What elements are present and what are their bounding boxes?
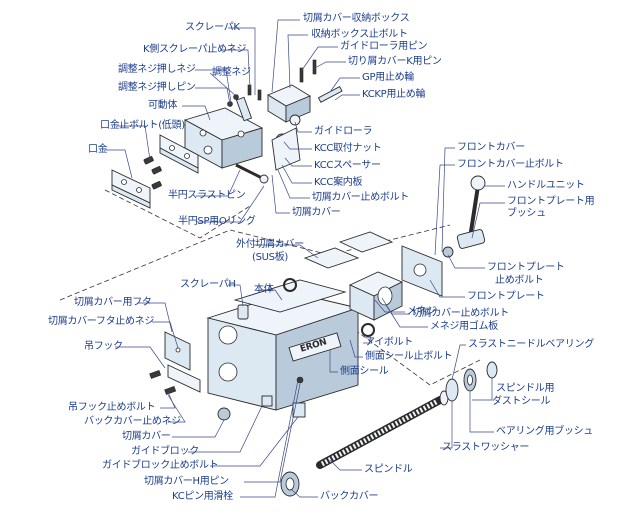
label-chip-cover-stop-bolt: 切屑カバー止めボルト bbox=[412, 308, 509, 319]
front-plate-shape bbox=[401, 245, 443, 297]
bottom-small-parts bbox=[217, 376, 306, 421]
jaw-plate-lower bbox=[111, 169, 151, 209]
label-half-thrust-pin: 半円スラストピン bbox=[168, 190, 246, 201]
scraper-k-parts bbox=[227, 84, 262, 122]
label-spindle-dust-seal-2: ダストシール bbox=[492, 396, 551, 407]
label-front-plate-bolt-1: フロントプレート bbox=[487, 262, 565, 273]
label-front-plate-bush-2: ブッシュ bbox=[507, 208, 546, 219]
label-chip-cover-k-pin: 切り屑カバーK用ピン bbox=[348, 56, 442, 67]
label-kcc-nut: KCC取付ナット bbox=[314, 143, 382, 154]
label-side-seal: 側面シール bbox=[340, 366, 389, 377]
label-kcc-guide-plate: KCC案内板 bbox=[314, 177, 363, 188]
eye-bolt-shape bbox=[283, 278, 375, 337]
label-scraper-k: スクレーパK bbox=[185, 22, 240, 33]
label-front-plate: フロントプレート bbox=[467, 291, 545, 302]
label-hook: 吊フック bbox=[84, 341, 123, 352]
label-adj-screw: 調整ネジ bbox=[212, 67, 251, 78]
chip-cover-lid-shape bbox=[164, 331, 191, 371]
label-chip-cover-bolt-top: 切屑カバー止めボルト bbox=[312, 192, 409, 203]
label-scraper-h: スクレーパH bbox=[180, 279, 236, 290]
main-body-shape bbox=[206, 279, 360, 411]
label-guide-block: ガイドブロック bbox=[131, 446, 199, 457]
label-jaw: 口金 bbox=[88, 144, 108, 155]
label-guide-roller: ガイドローラ bbox=[314, 126, 373, 137]
label-chip-cover-lid: 切屑カバー用フタ bbox=[74, 297, 152, 308]
label-chip-cover-h-pin: 切屑カバーH用ピン bbox=[144, 476, 229, 487]
label-guide-block-bolt: ガイドブロック止めボルト bbox=[102, 460, 219, 471]
label-chip-cover-box: 切屑カバー収納ボックス bbox=[303, 13, 410, 24]
label-hook-bolt: 吊フック止めボルト bbox=[68, 402, 156, 413]
label-movable-body: 可動体 bbox=[148, 100, 178, 111]
label-front-cover: フロントカバー bbox=[457, 142, 525, 153]
label-side-seal-bolt: 側面シール止ボルト bbox=[365, 351, 453, 362]
label-gp-ring: GP用止め輪 bbox=[362, 72, 414, 83]
back-cover-shape bbox=[280, 471, 300, 497]
label-bearing-bush: ベアリング用ブッシュ bbox=[496, 426, 593, 437]
hook-shape bbox=[149, 364, 201, 395]
label-spindle: スピンドル bbox=[364, 464, 413, 475]
label-female-screw: メネジ bbox=[407, 306, 437, 317]
label-handle-unit: ハンドルユニット bbox=[507, 180, 585, 191]
label-adj-screw-nut: 調整ネジ押しネジ bbox=[118, 64, 196, 75]
label-adj-screw-pin: 調整ネジ押しピン bbox=[118, 82, 196, 93]
label-kckp-ring: KCKP用止め輪 bbox=[362, 89, 426, 100]
leader-lines bbox=[106, 19, 505, 498]
label-spindle-dust-seal-1: スピンドル用 bbox=[496, 383, 555, 394]
label-chip-cover-bottom: 切屑カバー bbox=[122, 431, 171, 442]
label-female-screw-rubber: メネジ用ゴム板 bbox=[430, 321, 498, 332]
jaw-plate-upper bbox=[159, 134, 199, 174]
female-screw-block bbox=[348, 271, 404, 321]
label-thrust-washer: スラストワッシャー bbox=[442, 442, 530, 453]
scraper-h-shape bbox=[237, 304, 249, 320]
label-back-cover-screw: バックカバー止めネジ bbox=[84, 416, 181, 427]
spindle-shape bbox=[316, 390, 449, 469]
movable-body-shape bbox=[183, 107, 264, 169]
label-k-scraper-screw: K側スクレーパ止めネジ bbox=[143, 44, 247, 55]
chip-cover-box-shape bbox=[267, 84, 311, 123]
jaw-bolts bbox=[143, 156, 162, 190]
label-jaw-bolt: 口金止ボルト(低頭) bbox=[100, 120, 185, 131]
label-kc-pin-pulley: KCピン用滑栓 bbox=[172, 491, 233, 502]
label-outer-chip-cover-1: 外付切屑カバー bbox=[236, 239, 304, 250]
assembly-line-spindle bbox=[354, 329, 481, 386]
label-half-sp-oring: 半円SP用Oリング bbox=[178, 216, 256, 227]
label-back-cover: バックカバー bbox=[320, 491, 379, 502]
label-main-body: 本体 bbox=[254, 284, 274, 295]
label-box-bolt: 収納ボックス止ボルト bbox=[311, 29, 408, 40]
half-thrust-pin-shape bbox=[235, 163, 269, 184]
outer-chip-cover-plates bbox=[303, 231, 394, 269]
label-chip-cover-top: 切屑カバー bbox=[292, 207, 341, 218]
label-eye-bolt: アイボルト bbox=[365, 337, 413, 348]
assembly-line-main bbox=[104, 189, 251, 239]
assembly-line-lower bbox=[59, 224, 451, 301]
label-kcc-spacer: KCCスペーサー bbox=[314, 160, 381, 171]
label-front-plate-bush-1: フロントプレート用 bbox=[507, 196, 595, 207]
label-chip-cover-lid-screw: 切屑カバーフタ止めネジ bbox=[48, 316, 155, 327]
label-front-cover-bolt: フロントカバー止ボルト bbox=[457, 159, 564, 170]
label-guide-roller-pin: ガイドローラ用ピン bbox=[340, 41, 428, 52]
thrust-bearing-set bbox=[445, 361, 498, 402]
label-thrust-needle-bearing: スラストニードルベアリング bbox=[468, 339, 594, 350]
handle-unit-shape bbox=[442, 175, 486, 258]
label-outer-chip-cover-2: (SUS板) bbox=[252, 252, 289, 263]
label-front-plate-bolt-2: 止めボルト bbox=[495, 275, 544, 286]
